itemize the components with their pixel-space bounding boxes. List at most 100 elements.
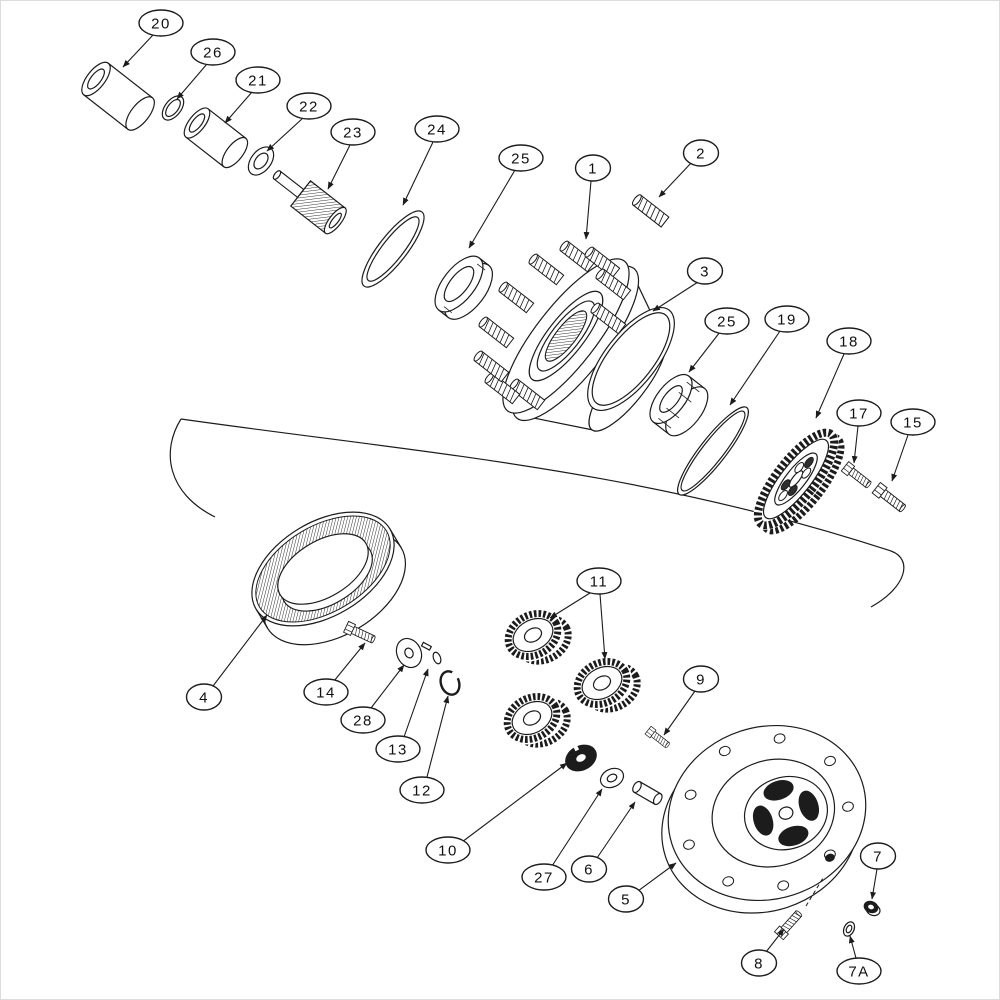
callout-leader-line xyxy=(688,331,721,373)
callout-number: 20 xyxy=(151,16,171,33)
callout-number: 23 xyxy=(343,125,363,142)
callout-balloon xyxy=(574,154,612,182)
part-washer-7a xyxy=(842,921,856,937)
part-gasket-3 xyxy=(587,306,675,412)
callout-7A: 7A xyxy=(836,935,882,985)
part-spacer-21 xyxy=(183,107,249,169)
callout-leader-line xyxy=(815,353,845,419)
part-carrier-cover-5 xyxy=(661,724,867,914)
callout-21: 21 xyxy=(224,66,281,124)
callout-balloon xyxy=(303,678,349,706)
callout-number: 21 xyxy=(248,73,268,90)
part-bearing-25-rear xyxy=(649,373,709,437)
callout-5: 5 xyxy=(607,862,677,913)
callout-2: 2 xyxy=(658,139,720,198)
part-ring-gear-4 xyxy=(251,511,407,646)
callout-leader-line xyxy=(658,161,693,198)
callout-balloon xyxy=(740,949,778,977)
callout-leader-line xyxy=(549,592,591,619)
callout-number: 7A xyxy=(848,964,869,981)
part-nut-7 xyxy=(863,900,881,917)
callout-balloon xyxy=(235,66,281,94)
callout-balloon xyxy=(859,842,897,870)
callout-balloon xyxy=(686,257,724,285)
callout-balloon xyxy=(340,706,386,734)
callout-balloon xyxy=(375,735,421,763)
callout-number: 24 xyxy=(427,122,447,139)
callout-balloon xyxy=(190,38,236,66)
part-ring-22 xyxy=(247,146,275,176)
callout-number: 25 xyxy=(511,151,531,168)
callout-12: 12 xyxy=(399,695,450,804)
callout-leader-line xyxy=(122,34,154,68)
callout-22: 22 xyxy=(266,92,332,152)
callout-leader-line xyxy=(596,801,636,859)
callout-1: 1 xyxy=(574,154,612,240)
callout-balloon xyxy=(521,863,567,891)
part-bolt-15 xyxy=(871,482,909,515)
callout-leader-line xyxy=(870,868,878,900)
callout-leader-line xyxy=(403,668,429,738)
callout-number: 8 xyxy=(754,956,764,973)
callout-balloon xyxy=(704,307,750,335)
callout-4: 4 xyxy=(185,614,268,711)
callout-number: 12 xyxy=(412,783,432,800)
callout-13: 13 xyxy=(375,668,429,763)
callout-27: 27 xyxy=(521,788,603,891)
callout-number: 27 xyxy=(534,870,554,887)
callout-number: 1 xyxy=(588,161,598,178)
callout-balloon xyxy=(414,115,460,143)
callout-25: 25 xyxy=(468,144,544,249)
callout-balloon xyxy=(576,567,622,595)
part-splined-shaft-23 xyxy=(272,170,347,235)
callout-26: 26 xyxy=(176,38,236,100)
callout-leader-line xyxy=(212,614,268,687)
callout-leader-line xyxy=(851,425,859,464)
callout-25: 25 xyxy=(688,307,750,373)
callout-balloon xyxy=(425,836,471,864)
callout-number: 28 xyxy=(353,713,373,730)
callout-number: 25 xyxy=(717,314,737,331)
callout-leader-line xyxy=(891,434,909,482)
callout-leader-line xyxy=(663,690,696,736)
callout-leader-line xyxy=(224,91,253,124)
callout-balloon xyxy=(682,139,720,167)
part-bearing-25-front xyxy=(434,255,493,320)
callout-balloon xyxy=(836,957,882,985)
callout-7: 7 xyxy=(859,842,897,900)
callout-leader-line xyxy=(848,935,857,959)
callout-leader-line xyxy=(461,762,568,843)
callout-number: 4 xyxy=(199,690,209,707)
callout-leader-line xyxy=(468,169,516,249)
callout-balloon xyxy=(826,327,872,355)
callout-11: 11 xyxy=(549,567,622,660)
part-13 xyxy=(420,641,442,665)
callout-leader-line xyxy=(637,862,677,892)
callout-9: 9 xyxy=(663,665,720,736)
callout-number: 22 xyxy=(299,99,319,116)
part-washer-28 xyxy=(395,637,423,669)
callout-leader-line xyxy=(370,664,405,709)
callout-14: 14 xyxy=(303,642,366,706)
callout-balloon xyxy=(570,855,608,883)
part-spacer-20 xyxy=(81,61,155,131)
callout-leader-line xyxy=(426,695,450,778)
callout-balloon xyxy=(138,9,184,37)
callout-balloon xyxy=(764,305,810,333)
part-pin-6 xyxy=(632,780,663,806)
callout-28: 28 xyxy=(340,664,405,734)
part-oring-19 xyxy=(677,406,749,496)
callout-number: 19 xyxy=(777,312,797,329)
callout-number: 3 xyxy=(700,264,710,281)
callout-number: 26 xyxy=(203,45,223,62)
callout-leader-line xyxy=(583,180,592,240)
callout-number: 10 xyxy=(438,843,458,860)
housing-sweep-line xyxy=(169,418,905,608)
part-bolt-17 xyxy=(840,461,874,491)
callout-leader-line xyxy=(176,63,208,100)
part-washer-27 xyxy=(599,767,625,789)
callout-23: 23 xyxy=(327,118,376,190)
callout-number: 13 xyxy=(388,742,408,759)
